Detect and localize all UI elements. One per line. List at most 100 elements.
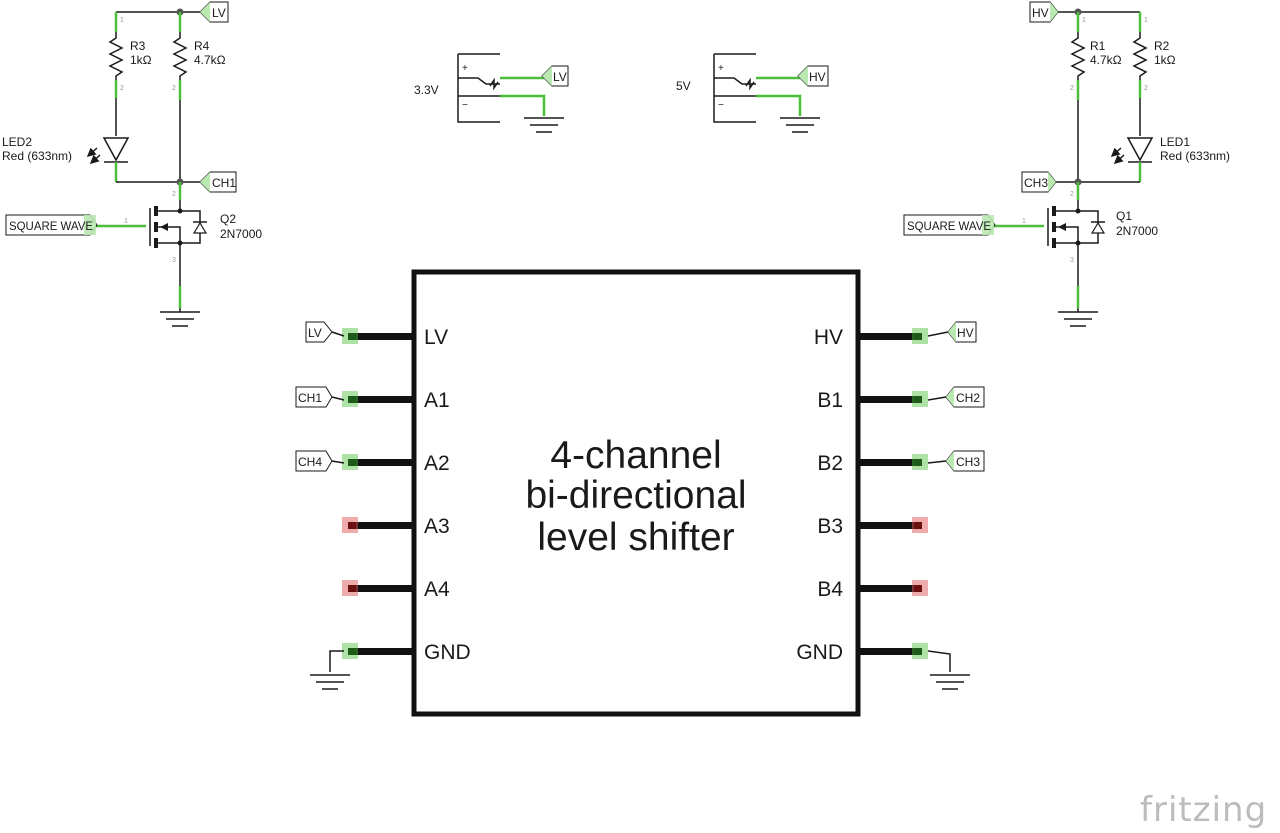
svg-text:Red (633nm): Red (633nm) — [1160, 149, 1230, 163]
net-label-hv-chip: HV — [927, 321, 977, 343]
svg-text:1: 1 — [1144, 17, 1148, 24]
svg-text:R4: R4 — [194, 39, 210, 53]
svg-text:LV: LV — [424, 326, 448, 349]
svg-text:A2: A2 — [424, 452, 450, 475]
chip-pin-a2[interactable]: A2 — [342, 452, 450, 475]
chip-pin-b2[interactable]: B2 — [817, 452, 928, 475]
chip-pin-gnd-right[interactable]: GND — [796, 641, 928, 664]
net-label-ch2-chip: CH2 — [927, 386, 985, 408]
svg-text:A4: A4 — [424, 578, 450, 601]
chip-pin-lv[interactable]: LV — [342, 326, 448, 349]
mosfet-q1[interactable]: Q1 2N7000 — [1047, 200, 1158, 255]
resistor-r4[interactable]: R4 4.7kΩ — [172, 32, 226, 80]
svg-text:R3: R3 — [130, 39, 146, 53]
svg-text:3: 3 — [172, 257, 176, 264]
chip-pin-a4[interactable]: A4 — [342, 578, 450, 601]
svg-text:B3: B3 — [817, 515, 843, 538]
chip-pin-b3[interactable]: B3 — [817, 515, 928, 538]
svg-text:2: 2 — [172, 191, 176, 198]
net-label-ch4-chip: CH4 — [295, 450, 345, 472]
svg-text:3: 3 — [1070, 257, 1074, 264]
chip-left-pins: LV A1 A2 A3 A4 — [342, 326, 471, 664]
svg-text:HV: HV — [957, 326, 974, 340]
resistor-r2[interactable]: R2 1kΩ — [1132, 32, 1176, 80]
svg-text:2: 2 — [1070, 85, 1074, 92]
svg-text:GND: GND — [796, 641, 843, 664]
net-label-ch1-chip: CH1 — [295, 386, 345, 408]
svg-text:2N7000: 2N7000 — [220, 227, 262, 241]
svg-text:2N7000: 2N7000 — [1116, 224, 1158, 238]
chip-pin-a1[interactable]: A1 — [342, 389, 450, 412]
svg-text:A3: A3 — [424, 515, 450, 538]
svg-text:1kΩ: 1kΩ — [1154, 53, 1176, 67]
svg-text:GND: GND — [424, 641, 471, 664]
net-label-hv-supply: HV — [797, 65, 829, 87]
chip-right-pins: HV B1 B2 B3 B4 — [796, 326, 928, 664]
svg-text:A1: A1 — [424, 389, 450, 412]
svg-text:HV: HV — [1032, 6, 1049, 20]
svg-text:LV: LV — [553, 70, 567, 84]
svg-text:SQUARE WAVE: SQUARE WAVE — [907, 219, 991, 233]
mosfet-q2[interactable]: Q2 2N7000 — [149, 200, 262, 255]
chip-left-net-labels: LV CH1 CH4 — [295, 321, 350, 690]
ground-symbol-chip-right — [927, 650, 970, 690]
svg-text:CH1: CH1 — [212, 176, 236, 190]
svg-text:B4: B4 — [817, 578, 843, 601]
resistor-r3[interactable]: R3 1kΩ — [108, 32, 152, 80]
svg-text:LED1: LED1 — [1160, 135, 1190, 149]
chip-pin-hv[interactable]: HV — [814, 326, 928, 349]
net-label-lv-supply: LV — [541, 65, 569, 87]
power-supply-5v[interactable]: 5V + − HV — [676, 53, 829, 133]
led-led2[interactable]: LED2 Red (633nm) — [2, 135, 130, 164]
svg-text:B2: B2 — [817, 452, 843, 475]
svg-text:1: 1 — [124, 218, 128, 225]
level-shifter-chip[interactable]: 4-channel bi-directional level shifter — [411, 269, 861, 717]
svg-text:level shifter: level shifter — [537, 516, 734, 559]
led-led1[interactable]: LED1 Red (633nm) — [1110, 135, 1230, 164]
svg-text:+: + — [462, 63, 468, 74]
ground-symbol-chip-left — [310, 650, 350, 690]
ground-symbol-q1 — [1058, 308, 1098, 327]
svg-text:CH4: CH4 — [298, 455, 322, 469]
chip-pin-b1[interactable]: B1 — [817, 389, 928, 412]
svg-text:SQUARE WAVE: SQUARE WAVE — [9, 219, 93, 233]
svg-text:CH2: CH2 — [956, 391, 980, 405]
svg-text:1: 1 — [120, 17, 124, 24]
svg-text:5V: 5V — [676, 79, 691, 93]
ground-symbol-q2 — [160, 308, 200, 327]
svg-text:4.7kΩ: 4.7kΩ — [194, 53, 226, 67]
svg-text:−: − — [718, 100, 724, 111]
net-label-square-wave-right: SQUARE WAVE — [903, 214, 996, 236]
svg-text:1kΩ: 1kΩ — [130, 53, 152, 67]
svg-text:bi-directional: bi-directional — [525, 474, 746, 517]
svg-text:R1: R1 — [1090, 39, 1106, 53]
svg-text:CH3: CH3 — [956, 455, 980, 469]
power-supply-3v3[interactable]: 3.3V + − LV — [414, 53, 569, 133]
net-label-hv-top: HV — [1029, 1, 1059, 23]
net-label-ch3-right: CH3 — [1021, 171, 1057, 193]
resistor-r1[interactable]: R1 4.7kΩ — [1070, 32, 1122, 80]
svg-text:B1: B1 — [817, 389, 843, 412]
svg-text:Q2: Q2 — [220, 212, 236, 226]
svg-text:R2: R2 — [1154, 39, 1170, 53]
svg-text:−: − — [462, 100, 468, 111]
net-label-square-wave-left: SQUARE WAVE — [5, 214, 98, 236]
svg-text:LV: LV — [308, 326, 322, 340]
net-label-ch3-chip: CH3 — [927, 450, 985, 472]
svg-text:+: + — [718, 63, 724, 74]
svg-text:2: 2 — [172, 85, 176, 92]
svg-text:LV: LV — [212, 6, 226, 20]
svg-text:3.3V: 3.3V — [414, 83, 439, 97]
svg-text:4-channel: 4-channel — [550, 434, 721, 477]
hv-indicator-circuit: HV R1 4.7kΩ R2 1kΩ LED1 Red (633nm) — [903, 1, 1230, 327]
chip-pin-b4[interactable]: B4 — [817, 578, 928, 601]
svg-text:2: 2 — [120, 85, 124, 92]
chip-right-net-labels: HV CH2 CH3 — [927, 321, 985, 690]
svg-text:2: 2 — [1144, 85, 1148, 92]
chip-pin-gnd-left[interactable]: GND — [342, 641, 471, 664]
svg-text:HV: HV — [809, 70, 826, 84]
svg-text:1: 1 — [1022, 218, 1026, 225]
svg-text:Red (633nm): Red (633nm) — [2, 149, 72, 163]
svg-text:LED2: LED2 — [2, 135, 32, 149]
chip-pin-a3[interactable]: A3 — [342, 515, 450, 538]
